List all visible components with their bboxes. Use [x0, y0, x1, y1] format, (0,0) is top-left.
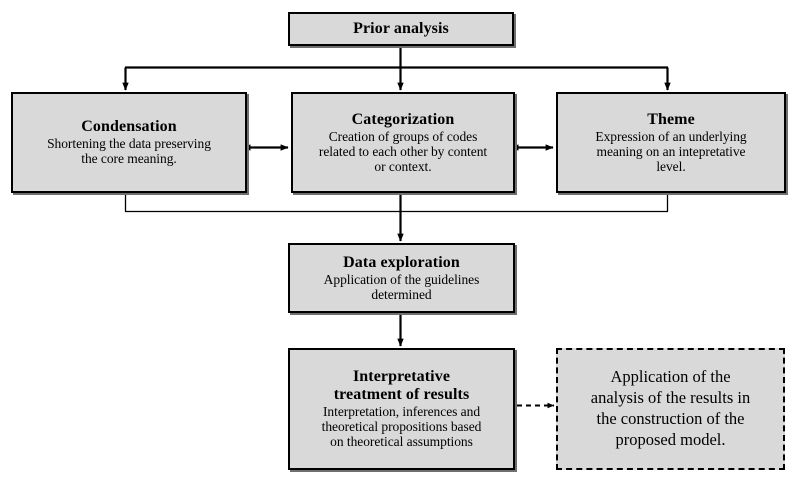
node-categorization-title: Categorization — [351, 110, 455, 128]
node-categorization-desc-line-1: Creation of groups of codes — [328, 128, 478, 144]
node-theme-desc-line-3: level. — [656, 159, 686, 174]
node-data-exploration[interactable]: Data exploration Application of the guid… — [288, 243, 515, 313]
node-condensation-desc-line-1: Shortening the data preserving — [47, 136, 211, 152]
node-theme-title: Theme — [647, 110, 695, 128]
node-theme-desc-line-2: meaning on an intepretative — [596, 143, 746, 159]
node-categorization[interactable]: Categorization Creation of groups of cod… — [291, 92, 515, 193]
node-interpretative-treatment-title-line-1: Interpretative — [352, 368, 451, 386]
node-application-of-analysis-line-1: Application of the — [610, 367, 731, 387]
node-interpretative-treatment-desc-line-3: on theoretical assumptions — [330, 434, 473, 450]
node-categorization-desc-line-3: or context. — [374, 159, 432, 174]
connector-prior-to-branch — [122, 46, 671, 91]
node-theme[interactable]: Theme Expression of an underlying meanin… — [556, 92, 786, 193]
connector-branch-to-dataexploration — [124, 195, 669, 242]
node-application-of-analysis-line-2: analysis of the results in — [590, 388, 751, 408]
node-data-exploration-desc-line-1: Application of the guidelines — [323, 271, 480, 287]
node-application-of-analysis-line-4: proposed model. — [615, 429, 726, 449]
node-condensation-desc-line-2: the core meaning. — [81, 151, 177, 167]
node-application-of-analysis-line-3: the construction of the — [596, 409, 745, 428]
node-interpretative-treatment-desc-line-1: Interpretation, inferences and — [322, 404, 481, 420]
node-data-exploration-title: Data exploration — [343, 253, 460, 271]
node-interpretative-treatment-title-line-2: treatment of results — [333, 386, 470, 404]
node-interpretative-treatment-desc-line-2: theoretical propositions based — [321, 419, 482, 435]
node-theme-desc-line-1: Expression of an underlying — [595, 128, 747, 144]
node-data-exploration-desc-line-2: determined — [371, 286, 432, 302]
node-interpretative-treatment[interactable]: Interpretative treatment of results Inte… — [288, 348, 515, 470]
node-condensation-title: Condensation — [81, 118, 177, 136]
node-application-of-analysis[interactable]: Application of the analysis of the resul… — [556, 348, 785, 470]
node-prior-analysis-title: Prior analysis — [353, 20, 449, 38]
node-categorization-desc-line-2: related to each other by content — [318, 143, 488, 159]
node-condensation[interactable]: Condensation Shortening the data preserv… — [11, 92, 247, 193]
node-prior-analysis[interactable]: Prior analysis — [288, 12, 514, 46]
